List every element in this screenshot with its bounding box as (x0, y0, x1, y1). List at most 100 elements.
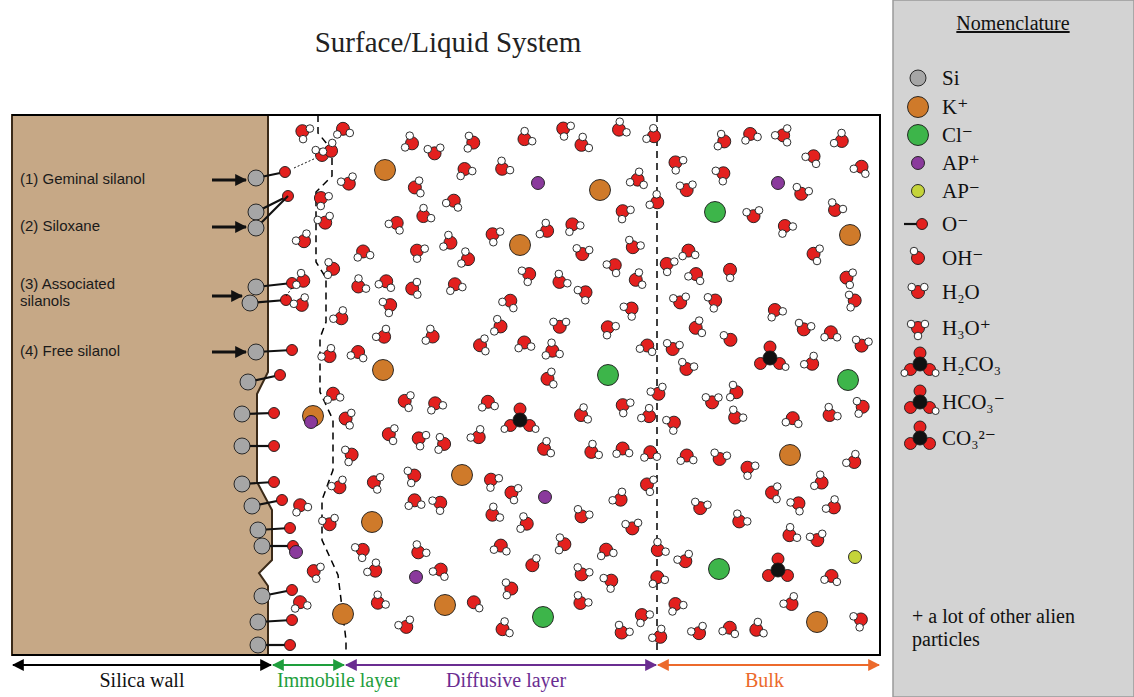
atom (760, 629, 768, 637)
atom (641, 454, 649, 462)
atom (405, 502, 413, 510)
atom (250, 522, 266, 538)
atom (355, 275, 363, 283)
atom (250, 637, 266, 653)
atom (339, 476, 347, 484)
atom (654, 538, 662, 546)
atom (297, 269, 305, 277)
legend-label: HCO₃⁻ (942, 390, 1005, 414)
atom (763, 351, 777, 365)
atom (503, 591, 511, 599)
atom (287, 585, 298, 596)
atom (515, 344, 523, 352)
atom (292, 237, 300, 245)
atom (248, 344, 264, 360)
atom (580, 404, 588, 412)
atom (838, 129, 846, 137)
atom (790, 593, 798, 601)
atom (719, 627, 727, 635)
atom (813, 257, 821, 265)
atom (576, 222, 584, 230)
legend-panel (893, 0, 1134, 697)
atom (501, 426, 508, 433)
atom (833, 333, 841, 341)
atom (676, 182, 684, 190)
label-arrow (212, 226, 246, 229)
atom (248, 220, 264, 236)
atom (374, 591, 382, 599)
atom (478, 404, 486, 412)
atom (328, 139, 336, 147)
atom (676, 341, 684, 349)
molecules (234, 118, 872, 653)
atom (521, 127, 529, 135)
atom (846, 281, 854, 289)
atom (649, 580, 657, 588)
atom (590, 180, 611, 201)
atom (774, 483, 782, 491)
atom (779, 230, 787, 238)
legend-label: H₂O (942, 280, 980, 304)
atom (325, 258, 333, 266)
atom (354, 254, 362, 262)
title: Surface/Liquid System (315, 26, 582, 59)
atom (850, 613, 858, 621)
atom (825, 403, 833, 411)
atom (317, 202, 325, 210)
legend-swatch (912, 157, 925, 170)
atom (306, 125, 314, 133)
site-label: (3) Associated silanols (20, 275, 150, 310)
atom (714, 142, 722, 150)
label-arrow (212, 179, 246, 182)
atom (467, 434, 475, 442)
atom (285, 640, 296, 651)
atom (913, 395, 927, 409)
site-label: (2) Siloxane (20, 217, 100, 234)
atom (441, 573, 449, 581)
atom (362, 512, 383, 533)
atom (373, 486, 381, 494)
atom (527, 343, 535, 351)
atom (755, 207, 763, 215)
legend-label: O⁻ (942, 212, 968, 236)
legend-label: H₃O⁺ (942, 316, 991, 340)
atom (406, 132, 414, 140)
atom (326, 212, 334, 220)
atom (436, 144, 444, 152)
atom (696, 277, 704, 285)
atom (754, 133, 762, 141)
atom (506, 166, 514, 174)
atom (723, 452, 731, 460)
atom (490, 238, 498, 246)
atom (277, 495, 288, 506)
atom (520, 513, 528, 521)
atom (330, 315, 338, 323)
atom (720, 331, 728, 339)
atom (669, 608, 677, 616)
atom (620, 303, 628, 311)
atom (704, 293, 712, 301)
atom (533, 555, 541, 563)
atom (828, 199, 836, 207)
atom (921, 283, 929, 291)
atom (375, 160, 396, 181)
atom (413, 278, 421, 286)
atom (406, 616, 414, 624)
atom (299, 135, 307, 143)
atom (917, 219, 928, 230)
atom (771, 563, 785, 577)
atom (807, 322, 815, 330)
atom (416, 442, 424, 450)
atom (410, 571, 423, 584)
atom (548, 339, 556, 347)
atom (421, 245, 429, 253)
atom (495, 474, 503, 482)
atom (498, 157, 506, 165)
atom (650, 124, 658, 132)
atom (677, 457, 685, 465)
atom (627, 399, 635, 407)
atom (366, 251, 374, 259)
atom (502, 579, 510, 587)
atom (562, 318, 570, 326)
